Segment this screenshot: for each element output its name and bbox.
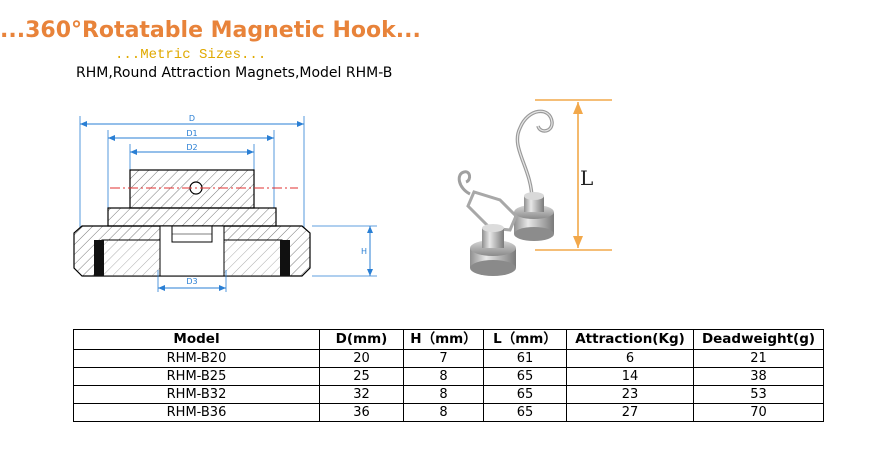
spec-table: Model D(mm) H（mm） L（mm） Attraction(Kg) D… xyxy=(73,329,824,422)
label-d: D xyxy=(189,114,195,123)
cell-l: 65 xyxy=(483,403,567,422)
label-d3: D3 xyxy=(186,277,197,286)
cell-attraction: 23 xyxy=(566,385,694,404)
cell-h: 8 xyxy=(403,367,484,386)
label-d1: D1 xyxy=(186,129,197,138)
table-header-row: Model D(mm) H（mm） L（mm） Attraction(Kg) D… xyxy=(73,329,824,350)
cell-model: RHM-B20 xyxy=(73,349,320,368)
hook-large xyxy=(514,109,554,241)
dimension-d3: D3 xyxy=(157,270,227,292)
cell-attraction: 6 xyxy=(566,349,694,368)
cell-d: 20 xyxy=(319,349,404,368)
cell-model: RHM-B32 xyxy=(73,385,320,404)
cell-d: 25 xyxy=(319,367,404,386)
label-h: H xyxy=(361,247,367,256)
col-attraction: Attraction(Kg) xyxy=(566,329,694,350)
table-row: RHM-B32 32 8 65 23 53 xyxy=(73,385,824,404)
cell-d: 36 xyxy=(319,403,404,422)
hook-small xyxy=(457,170,518,276)
cell-deadweight: 53 xyxy=(693,385,824,404)
cell-deadweight: 70 xyxy=(693,403,824,422)
table-row: RHM-B36 36 8 65 27 70 xyxy=(73,403,824,422)
cell-d: 32 xyxy=(319,385,404,404)
table-row: RHM-B25 25 8 65 14 38 xyxy=(73,367,824,386)
cell-h: 8 xyxy=(403,403,484,422)
dimension-h: H xyxy=(312,225,377,277)
col-model: Model xyxy=(73,329,320,350)
product-photo: L xyxy=(457,99,612,276)
dimension-d2: D2 xyxy=(129,143,255,170)
cell-attraction: 27 xyxy=(566,403,694,422)
col-deadweight: Deadweight(g) xyxy=(693,329,824,350)
cell-l: 61 xyxy=(483,349,567,368)
page-subtitle: ...Metric Sizes... xyxy=(115,47,267,63)
cell-deadweight: 21 xyxy=(693,349,824,368)
cell-h: 8 xyxy=(403,385,484,404)
cell-deadweight: 38 xyxy=(693,367,824,386)
col-h: H（mm） xyxy=(403,329,484,350)
label-l: L xyxy=(580,166,593,190)
cell-model: RHM-B36 xyxy=(73,403,320,422)
page-title: ...360°Rotatable Magnetic Hook... xyxy=(0,18,421,43)
cell-model: RHM-B25 xyxy=(73,367,320,386)
cell-attraction: 14 xyxy=(566,367,694,386)
dimension-d1: D1 xyxy=(107,129,275,208)
col-l: L（mm） xyxy=(483,329,567,350)
cell-l: 65 xyxy=(483,367,567,386)
table-row: RHM-B20 20 7 61 6 21 xyxy=(73,349,824,368)
cell-l: 65 xyxy=(483,385,567,404)
cell-h: 7 xyxy=(403,349,484,368)
technical-drawing: D D1 D2 xyxy=(73,114,377,292)
dimension-d: D xyxy=(79,114,305,228)
model-description: RHM,Round Attraction Magnets,Model RHM-B xyxy=(76,65,393,81)
dimension-l: L xyxy=(535,99,612,251)
label-d2: D2 xyxy=(186,143,197,152)
col-d: D(mm) xyxy=(319,329,404,350)
magnet-cross-section xyxy=(73,169,311,277)
